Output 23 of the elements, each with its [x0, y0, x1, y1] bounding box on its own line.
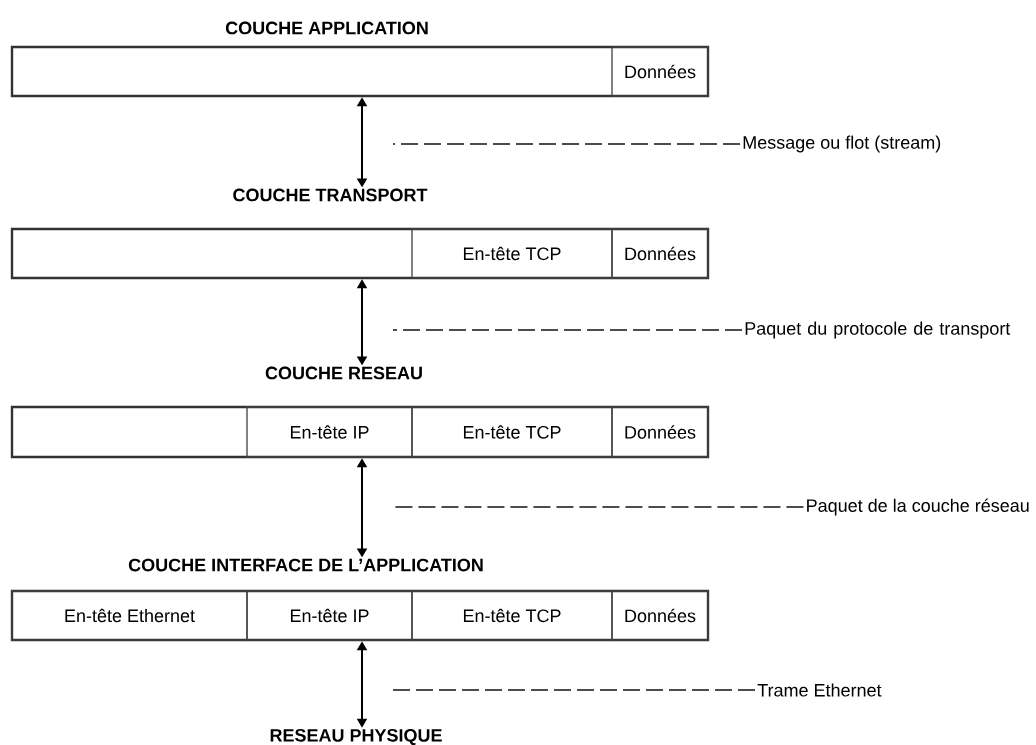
header-cell: En-tête IP — [246, 406, 413, 458]
layer-heading: COUCHE RESEAU — [265, 366, 422, 380]
layer-heading: COUCHE APPLICATION — [225, 21, 428, 35]
leader-line — [393, 142, 740, 146]
header-cell: En-tête TCP — [411, 228, 613, 279]
header-cell: En-tête Ethernet — [11, 590, 248, 641]
header-cell: Données — [611, 228, 709, 279]
header-cell: En-tête TCP — [411, 590, 613, 641]
leader-line — [393, 328, 742, 332]
header-cell: Données — [611, 406, 709, 458]
layer-heading: COUCHE TRANSPORT — [233, 188, 428, 202]
header-cell: En-tête IP — [246, 590, 413, 641]
header-cell: Données — [611, 590, 709, 641]
leader-line — [393, 688, 755, 692]
packet-label: Trame Ethernet — [757, 683, 882, 697]
layer-heading: RESEAU PHYSIQUE — [270, 728, 442, 745]
leader-line — [393, 505, 804, 509]
header-cell: En-tête TCP — [411, 406, 613, 458]
header-cell: Données — [611, 46, 709, 97]
layer-heading: COUCHE INTERFACE DE L’APPLICATION — [128, 558, 483, 572]
packet-label: Paquet de la couche réseau — [807, 498, 1029, 516]
packet-label: Paquet du protocole de transport — [745, 321, 1011, 339]
packet-label: Message ou flot (stream) — [743, 135, 941, 153]
